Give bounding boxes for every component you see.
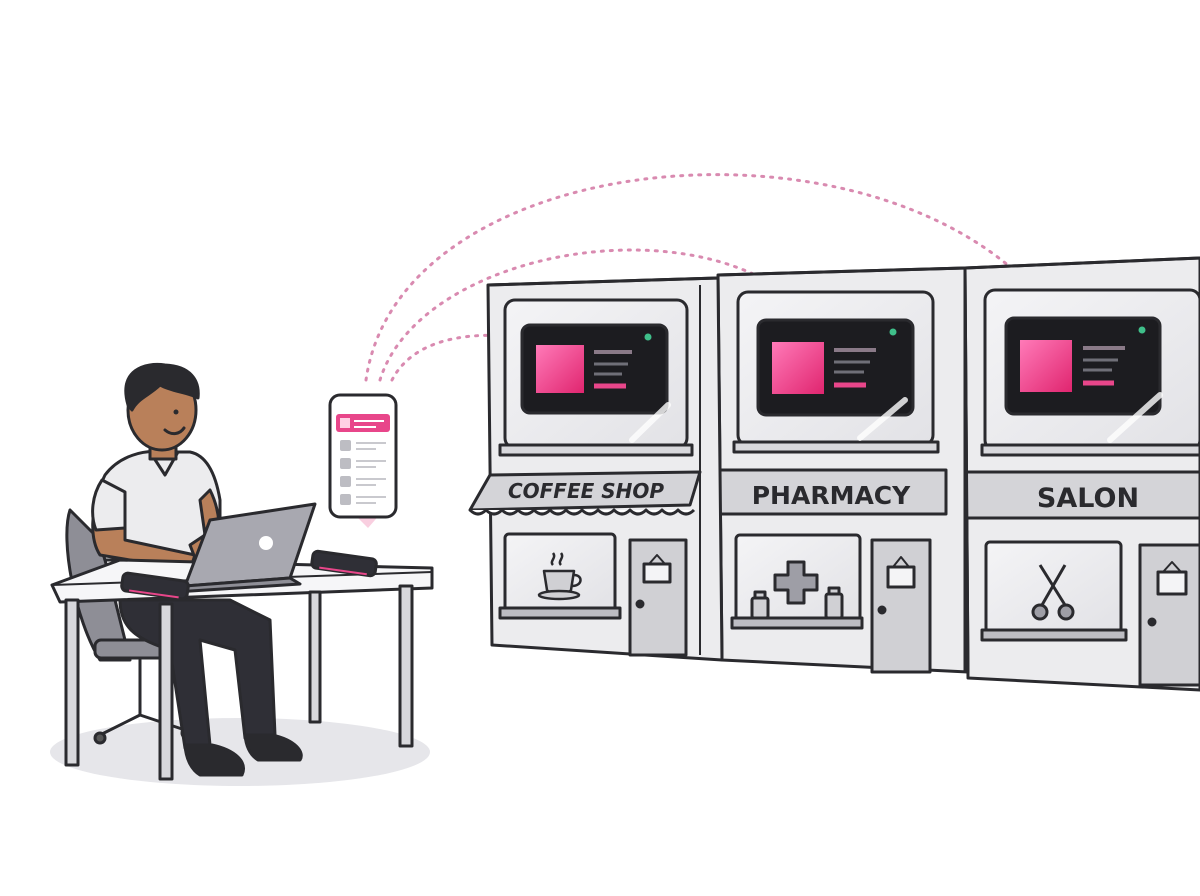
coffee-cup-icon — [537, 552, 582, 601]
arc-to-salon — [364, 173, 1057, 382]
door-sign-icon — [1156, 561, 1188, 596]
shirt-sleeve — [91, 478, 127, 532]
floating-smartphone — [328, 393, 398, 528]
store-pharmacy: PHARMACY — [714, 266, 970, 674]
status-led — [1138, 326, 1146, 334]
coffee-shop-display — [520, 323, 669, 415]
status-led — [644, 333, 652, 341]
status-led — [889, 328, 897, 336]
glass-glare — [629, 392, 1163, 443]
desk-phone-right — [310, 549, 378, 578]
awning-scallops — [468, 508, 696, 516]
pharmacy-sign: PHARMACY — [752, 481, 911, 510]
salon-sign: SALON — [1037, 483, 1139, 514]
laptop — [173, 502, 317, 594]
store-coffee-shop: COFFEE SHOP — [468, 276, 724, 662]
left-shoe — [183, 743, 245, 777]
scissors-icon — [1031, 564, 1075, 621]
desk-phone-left — [120, 571, 190, 601]
store-salon: SALON — [963, 256, 1200, 692]
floor-shadow — [50, 718, 430, 786]
laptop-logo — [259, 536, 273, 550]
coffee-shop-awning — [468, 470, 702, 512]
medical-cross-icon — [773, 560, 819, 605]
door-sign-icon — [886, 556, 916, 589]
salon-display — [1004, 316, 1162, 416]
phone-list — [340, 440, 351, 505]
right-shoe — [243, 733, 303, 762]
pharmacy-display — [756, 318, 915, 417]
door-sign-icon — [642, 554, 672, 584]
coffee-shop-sign: COFFEE SHOP — [508, 479, 664, 503]
pharmacy-sign-band — [714, 468, 948, 516]
hair — [124, 362, 200, 412]
medicine-bottles — [750, 586, 844, 620]
